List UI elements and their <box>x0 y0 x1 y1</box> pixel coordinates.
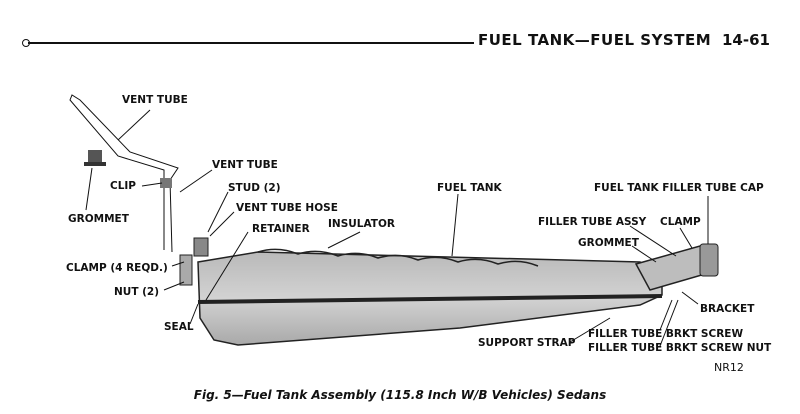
figure-caption: Fig. 5—Fuel Tank Assembly (115.8 Inch W/… <box>193 388 607 402</box>
label-fuel-tank: FUEL TANK <box>437 182 502 194</box>
label-vent-tube-mid: VENT TUBE <box>212 159 278 171</box>
label-filler-tube-brkt-screw-nut: FILLER TUBE BRKT SCREW NUT <box>588 342 772 354</box>
label-nut: NUT (2) <box>114 286 159 298</box>
header-rule <box>28 42 474 44</box>
label-seal: SEAL <box>164 321 194 333</box>
label-filler-tube-assy: FILLER TUBE ASSY <box>538 216 647 228</box>
clip-part <box>160 178 172 188</box>
grommet-left-part <box>84 150 106 166</box>
label-support-strap: SUPPORT STRAP <box>478 337 576 349</box>
page-number: 14-61 <box>722 31 770 49</box>
label-grommet-right: GROMMET <box>578 237 640 249</box>
section-title: FUEL TANK—FUEL SYSTEM <box>478 31 712 49</box>
label-clamp-right: CLAMP <box>660 216 701 228</box>
tank-seam <box>197 294 663 304</box>
label-stud: STUD (2) <box>228 182 281 194</box>
vent-tube-hose-part <box>193 237 209 257</box>
vent-tube <box>69 94 179 253</box>
reference-code: NR12 <box>714 361 744 374</box>
filler-tube-cap-part <box>699 243 719 277</box>
label-retainer: RETAINER <box>252 223 310 235</box>
insulator-part <box>257 248 539 267</box>
label-vent-tube-hose: VENT TUBE HOSE <box>236 202 338 214</box>
label-clamp-left: CLAMP (4 REQD.) <box>66 262 168 274</box>
label-insulator: INSULATOR <box>328 218 395 230</box>
label-filler-tube-brkt-screw: FILLER TUBE BRKT SCREW <box>588 328 743 340</box>
label-bracket: BRACKET <box>700 303 755 315</box>
clamp-left-part <box>179 254 193 286</box>
label-clip: CLIP <box>110 180 136 192</box>
leader-lines <box>85 109 709 347</box>
label-grommet-left: GROMMET <box>68 213 130 225</box>
label-vent-tube-top: VENT TUBE <box>122 94 188 106</box>
label-fuel-tank-filler-tube-cap: FUEL TANK FILLER TUBE CAP <box>594 182 764 194</box>
